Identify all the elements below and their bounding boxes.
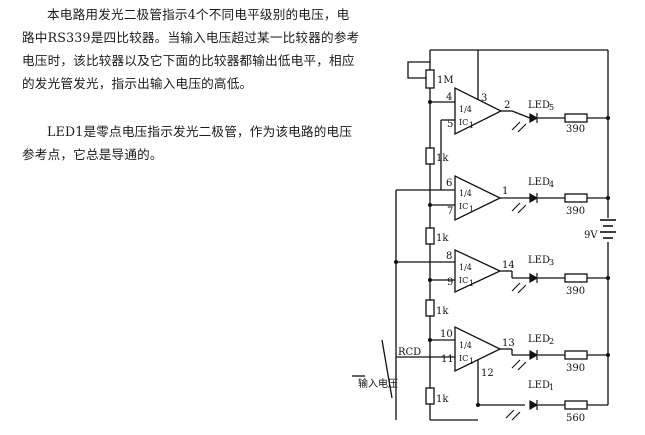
pot-label: 1M — [437, 75, 454, 86]
divider-resistor-3-label: 1k — [436, 306, 449, 317]
led5-diode — [529, 112, 539, 124]
divider-resistor-2 — [425, 227, 435, 245]
junction-dot — [428, 100, 432, 104]
led4-label: LED — [528, 177, 550, 188]
divider-resistor-4 — [425, 387, 435, 405]
junction-dot — [428, 338, 432, 342]
led4-sub: 4 — [549, 180, 554, 189]
comp2-resistor-label: 390 — [566, 206, 585, 217]
led2-label: LED — [528, 334, 550, 345]
led2-sub: 2 — [549, 337, 554, 346]
junction-dot — [606, 353, 610, 357]
junction-dot — [394, 260, 398, 264]
comp3-ic-sub: 1 — [469, 279, 474, 288]
led5-sub: 5 — [549, 103, 554, 112]
comp4-pin-aux: 12 — [481, 368, 494, 379]
led2-light-arrows — [511, 359, 527, 371]
comp2-ic-fraction: 1/4 — [459, 189, 472, 198]
comp1-ic-name: IC — [459, 118, 468, 127]
comp3-ic-name: IC — [459, 276, 468, 285]
junction-dot — [428, 203, 432, 207]
junction-dot — [606, 196, 610, 200]
comp1-pin-minus: 4 — [446, 92, 452, 103]
led3-label: LED — [528, 255, 550, 266]
comp4-pin-out: 13 — [502, 338, 515, 349]
comp2-pin-out: 1 — [502, 186, 508, 197]
comp2-ic-sub: 1 — [469, 205, 474, 214]
comp4-pin-plus: 11 — [441, 354, 454, 365]
divider-resistor-1 — [425, 147, 435, 165]
junction-dot — [606, 116, 610, 120]
input-voltage-label: 输入电压 — [358, 377, 398, 390]
junction-dot — [428, 278, 432, 282]
led4-diode — [529, 192, 539, 204]
comp2-ic-name: IC — [459, 202, 468, 211]
led5-label: LED — [528, 100, 550, 111]
comp1-pin-aux: 3 — [481, 93, 487, 104]
description-paragraph-2: LED1是零点电压指示发光二极管，作为该电路的电压参考点，它总是导通的。 — [22, 124, 353, 162]
divider-resistor-3 — [425, 299, 435, 317]
input-arrow-line — [381, 339, 393, 399]
comp4-pin-minus: 10 — [440, 329, 453, 340]
comp1-triangle — [454, 86, 503, 136]
led2-diode — [529, 349, 539, 361]
divider-resistor-2-label: 1k — [436, 233, 449, 244]
comp1-resistor — [564, 113, 588, 123]
supply-label: 9V — [584, 230, 598, 241]
comp1-resistor-label: 390 — [566, 124, 585, 135]
comp3-triangle — [454, 248, 502, 294]
comp4-ic-fraction: 1/4 — [459, 341, 472, 350]
description-paragraph-1: 本电路用发光二极管指示4个不同电平级别的电压，电路中RS339是四比较器。当输入… — [22, 7, 360, 91]
led5-light-arrows — [511, 121, 527, 133]
comp2-pin-plus: 7 — [447, 206, 453, 217]
led1-label: LED — [528, 380, 550, 391]
comp1-led-wire — [511, 110, 531, 119]
divider-resistor-1-label: 1k — [436, 153, 449, 164]
comp4-resistor — [564, 350, 588, 360]
led3-diode — [529, 272, 539, 284]
comp3-resistor — [564, 273, 588, 283]
pot-wiper-wire — [407, 61, 430, 79]
rcd-label: RCD — [398, 347, 421, 358]
comp4-ic-sub: 1 — [469, 357, 474, 366]
led4-light-arrows — [511, 202, 527, 214]
comp3-pin-minus: 8 — [446, 251, 452, 262]
zero-led-resistor-label: 560 — [566, 413, 585, 424]
led3-sub: 3 — [549, 258, 554, 267]
zero-led-resistor — [564, 400, 588, 410]
comp3-resistor-label: 390 — [566, 286, 585, 297]
divider-resistor-4-label: 1k — [436, 394, 449, 405]
comp2-pin-minus: 6 — [446, 178, 452, 189]
led1-sub: 1 — [549, 383, 554, 392]
comp1-ic-sub: 1 — [469, 121, 474, 130]
led1-light-arrows — [505, 409, 521, 421]
led1-diode — [529, 399, 539, 411]
comp3-pin-out: 14 — [502, 260, 515, 271]
comp1-pin-plus: 5 — [447, 119, 453, 130]
comp3-ic-fraction: 1/4 — [459, 263, 472, 272]
pot-resistor — [425, 69, 435, 89]
battery-symbol — [600, 219, 616, 239]
comp3-pin-plus: 9 — [447, 277, 453, 288]
junction-dot — [606, 276, 610, 280]
comp4-resistor-label: 390 — [566, 363, 585, 374]
junction-dot — [476, 403, 480, 407]
comp1-ic-fraction: 1/4 — [459, 105, 472, 114]
comp4-ic-name: IC — [459, 354, 468, 363]
led3-light-arrows — [511, 282, 527, 294]
comp1-pin-out: 2 — [504, 100, 510, 111]
comp2-triangle — [454, 174, 502, 222]
comp2-resistor — [564, 193, 588, 203]
